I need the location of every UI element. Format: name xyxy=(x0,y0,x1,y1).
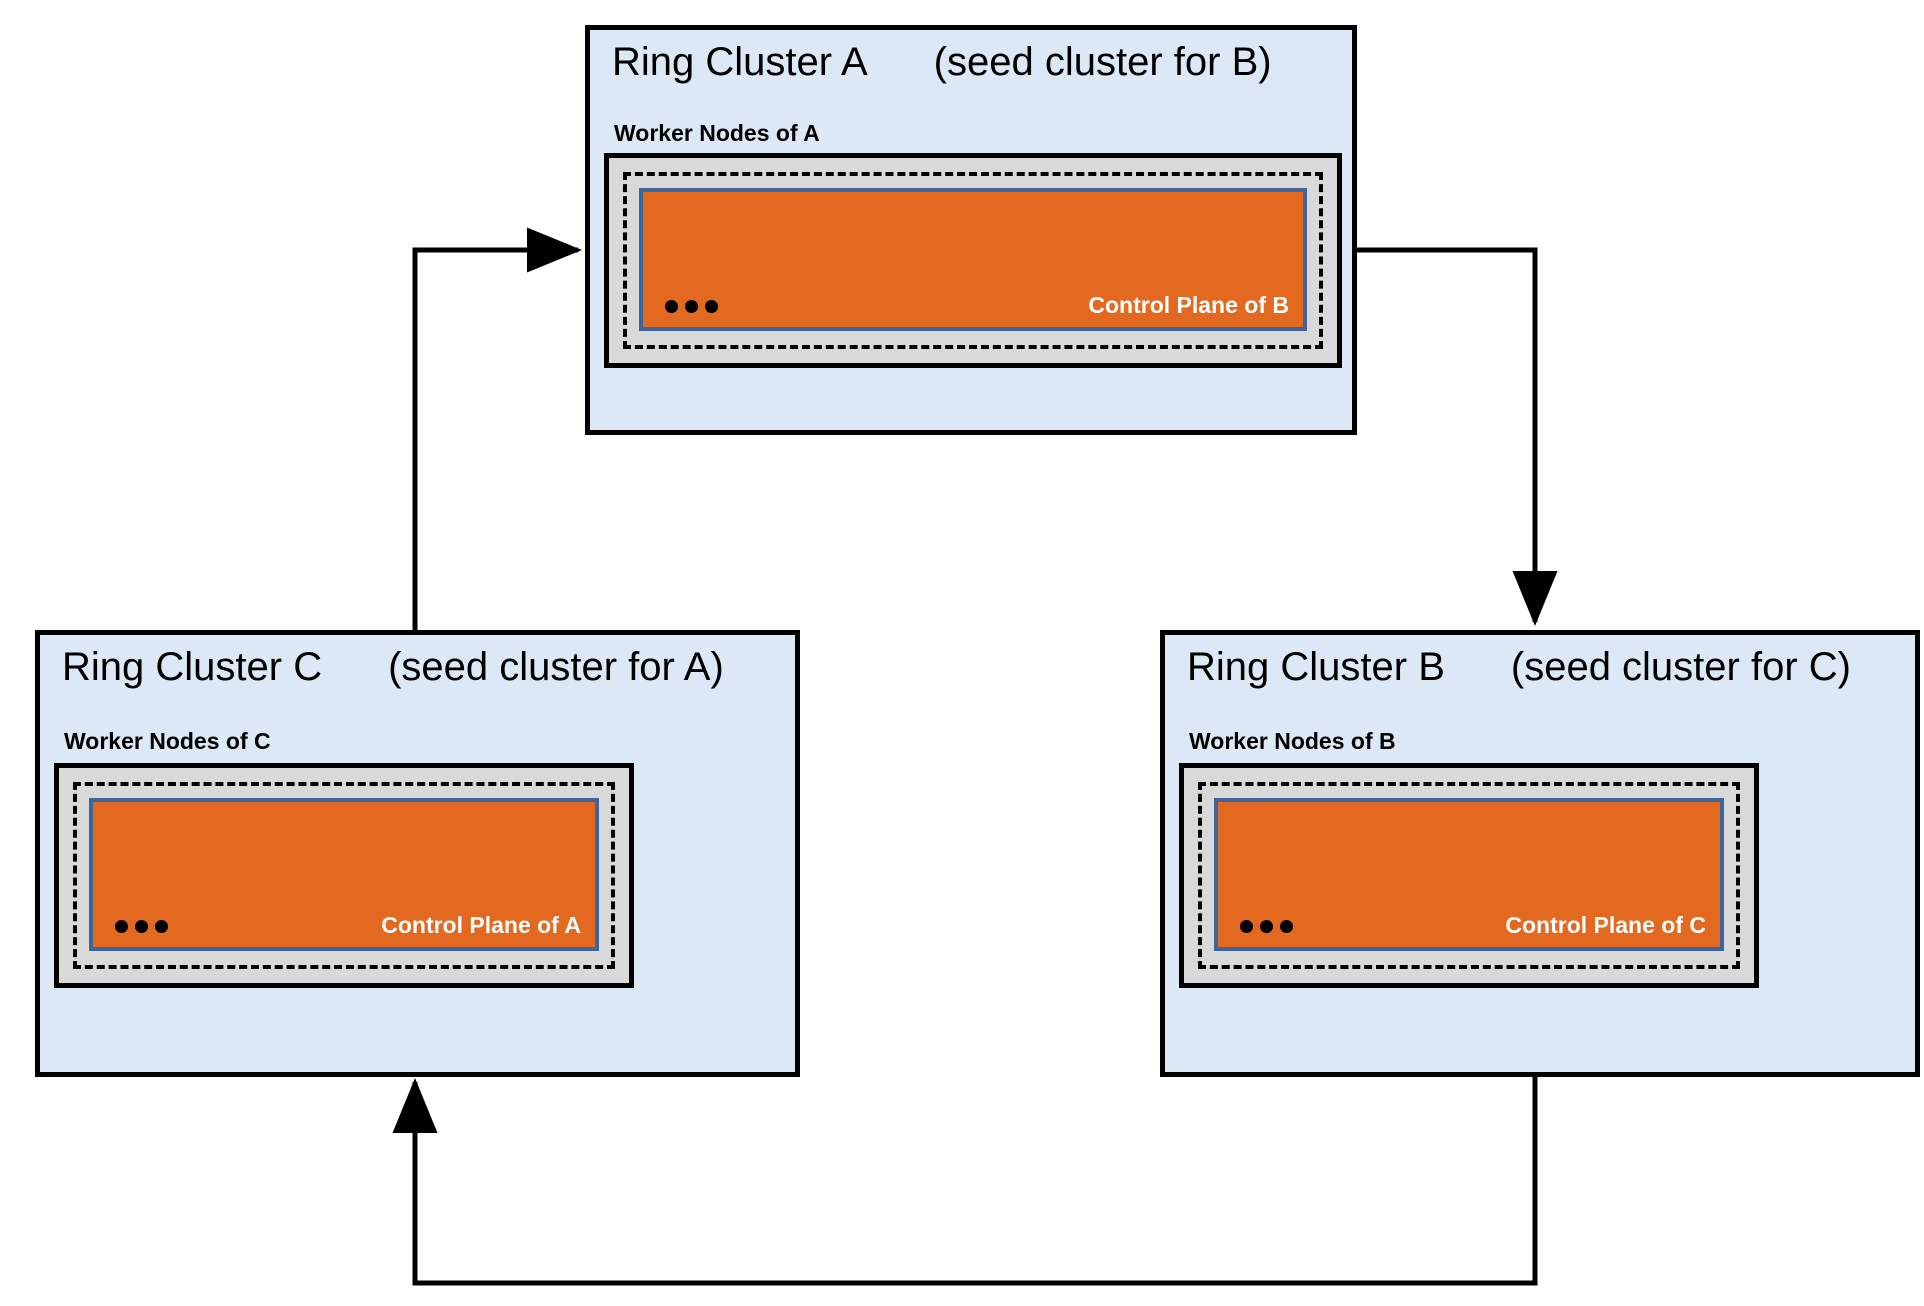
cluster-b-control-plane[interactable]: Control Plane of C xyxy=(1214,798,1724,951)
cluster-a-control-plane-label: Control Plane of B xyxy=(1088,292,1289,318)
cluster-c-worker-label: Worker Nodes of C xyxy=(64,728,271,754)
cluster-c-control-plane[interactable]: Control Plane of A xyxy=(89,798,599,951)
cluster-b-node-group: Control Plane of C xyxy=(1198,782,1740,969)
cluster-c[interactable]: Ring Cluster C (seed cluster for A) Work… xyxy=(35,630,800,1077)
cluster-a-seed-note: (seed cluster for B) xyxy=(933,40,1272,84)
cluster-b-title: Ring Cluster B xyxy=(1187,645,1445,689)
edge-a-to-b xyxy=(1357,247,1558,627)
cluster-b-seed-note: (seed cluster for C) xyxy=(1510,645,1851,689)
cluster-a-worker-label: Worker Nodes of A xyxy=(614,120,820,146)
cluster-a-worker-box[interactable]: Control Plane of B xyxy=(604,153,1342,368)
cluster-a[interactable]: Ring Cluster A (seed cluster for B) Work… xyxy=(585,25,1357,435)
cluster-c-ellipsis-icon xyxy=(115,920,168,933)
cluster-b-worker-label: Worker Nodes of B xyxy=(1189,728,1396,754)
cluster-b-ellipsis-icon xyxy=(1240,920,1293,933)
edge-c-to-a xyxy=(412,227,583,632)
cluster-a-title: Ring Cluster A xyxy=(612,40,868,84)
cluster-a-header: Ring Cluster A (seed cluster for B) xyxy=(612,40,1338,84)
cluster-c-header: Ring Cluster C (seed cluster for A) xyxy=(62,645,781,689)
cluster-b-header: Ring Cluster B (seed cluster for C) xyxy=(1187,645,1901,689)
cluster-c-seed-note: (seed cluster for A) xyxy=(388,645,724,689)
cluster-b-control-plane-label: Control Plane of C xyxy=(1505,912,1706,938)
cluster-a-ellipsis-icon xyxy=(665,300,718,313)
cluster-c-control-plane-label: Control Plane of A xyxy=(381,912,581,938)
cluster-b-worker-box[interactable]: Control Plane of C xyxy=(1179,763,1759,988)
cluster-a-node-group: Control Plane of B xyxy=(623,172,1323,349)
cluster-c-title: Ring Cluster C xyxy=(62,645,323,689)
edge-b-to-c xyxy=(392,1077,1538,1286)
cluster-c-node-group: Control Plane of A xyxy=(73,782,615,969)
cluster-a-control-plane[interactable]: Control Plane of B xyxy=(639,188,1307,331)
cluster-c-worker-box[interactable]: Control Plane of A xyxy=(54,763,634,988)
cluster-b[interactable]: Ring Cluster B (seed cluster for C) Work… xyxy=(1160,630,1920,1077)
